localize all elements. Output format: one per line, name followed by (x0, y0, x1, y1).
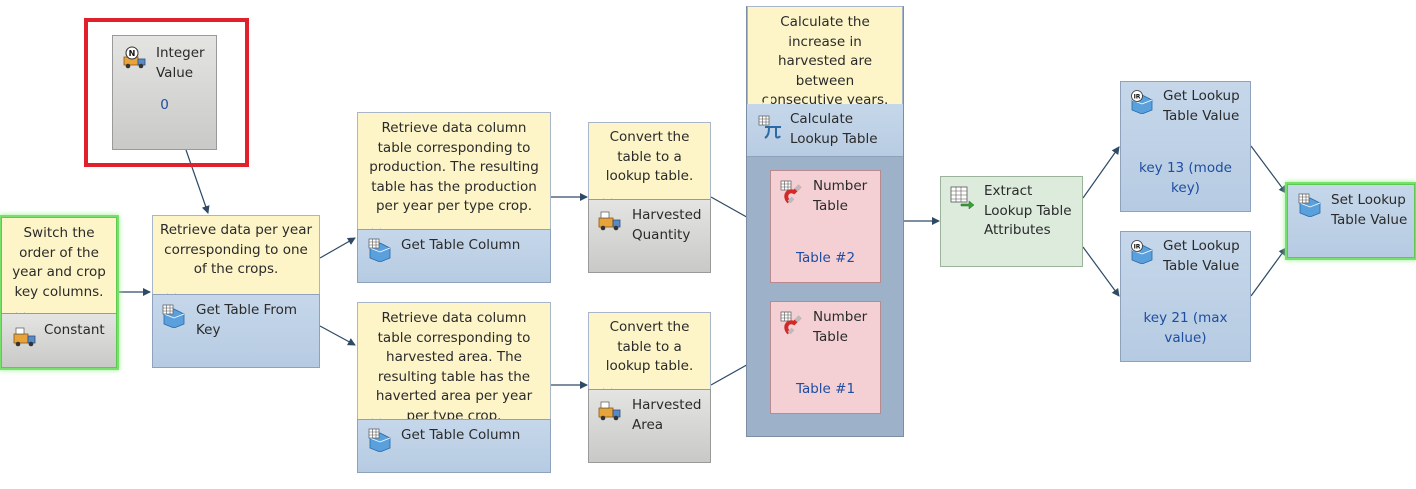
number-table-1-node[interactable]: Number Table Table #1 (770, 301, 881, 414)
table-cube-icon (368, 238, 391, 262)
node-title: Harvested Area (632, 397, 702, 433)
node-title: Calculate Lookup Table (790, 111, 878, 147)
calculate-lookup-table-header[interactable]: Calculate Lookup Table (747, 104, 903, 157)
node-title: Number Table (813, 309, 868, 345)
node-title: Constant (44, 322, 105, 338)
set-lookup-node[interactable]: Set Lookup Table Value (1287, 184, 1415, 258)
node-title: Extract Lookup Table Attributes (984, 183, 1072, 238)
constant-node[interactable]: Constant (2, 313, 116, 367)
wire (319, 237, 356, 259)
get-table-column-top-comment: Retrieve data column table corresponding… (357, 112, 551, 230)
table-cube-icon (162, 304, 185, 328)
node-value: Table #1 (795, 381, 856, 397)
table-cube-icon (368, 428, 391, 452)
node-value: 0 (160, 97, 169, 113)
magnet-icon (780, 180, 802, 204)
harvested-area-comment: Convert the table to a lookup table. (588, 312, 711, 390)
node-value: Table #2 (795, 250, 856, 266)
wire (185, 149, 210, 214)
node-title: Get Table Column (401, 237, 521, 253)
harvested-quantity-comment: Convert the table to a lookup table. (588, 122, 711, 200)
magnet-icon (780, 311, 802, 335)
table-arrow-icon (950, 186, 974, 209)
get-table-column-bottom-comment: Retrieve data column table corresponding… (357, 302, 551, 424)
extract-attributes-node[interactable]: Extract Lookup Table Attributes (940, 176, 1083, 267)
truck-icon (598, 211, 621, 231)
wire (1082, 146, 1120, 199)
node-title: Get Table Column (401, 427, 521, 443)
get-table-from-key-comment: Retrieve data per year corresponding to … (152, 215, 320, 295)
ir-cube-icon: IR (1131, 90, 1153, 114)
integer-value-node[interactable]: N Integer Value 0 (112, 35, 217, 150)
table-cube-icon (1298, 193, 1321, 217)
node-value: key 21 (max value) (1143, 310, 1228, 346)
pi-icon (758, 115, 781, 139)
svg-text:IR: IR (1134, 244, 1141, 251)
node-title: Harvested Quantity (632, 207, 702, 243)
get-table-column-top-node[interactable]: Get Table Column (357, 229, 551, 283)
svg-text:N: N (129, 49, 136, 58)
node-value: key 13 (mode key) (1139, 160, 1232, 196)
svg-text:IR: IR (1134, 94, 1141, 101)
calculate-lookup-table-comment: Calculate the increase in harvested are … (747, 6, 903, 108)
node-title: Get Lookup Table Value (1163, 88, 1240, 124)
selection-highlight (84, 18, 249, 167)
truck-n-icon: N (123, 46, 146, 69)
node-title: Number Table (813, 178, 868, 214)
wire (1250, 247, 1287, 297)
node-title: Get Lookup Table Value (1163, 238, 1240, 274)
wire (319, 325, 356, 346)
constant-node-outline (1, 217, 117, 368)
get-lookup-bottom-node[interactable]: IR Get Lookup Table Value key 21 (max va… (1120, 231, 1251, 362)
get-table-column-bottom-node[interactable]: Get Table Column (357, 419, 551, 473)
node-title: Integer Value (156, 45, 205, 81)
node-title: Set Lookup Table Value (1331, 192, 1408, 228)
number-table-2-node[interactable]: Number Table Table #2 (770, 170, 881, 283)
wire (1250, 145, 1287, 194)
harvested-quantity-node[interactable]: Harvested Quantity (588, 199, 711, 273)
harvested-area-node[interactable]: Harvested Area (588, 389, 711, 463)
get-lookup-top-node[interactable]: IR Get Lookup Table Value key 13 (mode k… (1120, 81, 1251, 212)
wire (1082, 246, 1120, 297)
truck-icon (13, 327, 36, 347)
ir-cube-icon: IR (1131, 240, 1153, 264)
node-title: Get Table From Key (196, 302, 297, 338)
truck-icon (598, 401, 621, 421)
get-table-from-key-node[interactable]: Get Table From Key (152, 294, 320, 368)
